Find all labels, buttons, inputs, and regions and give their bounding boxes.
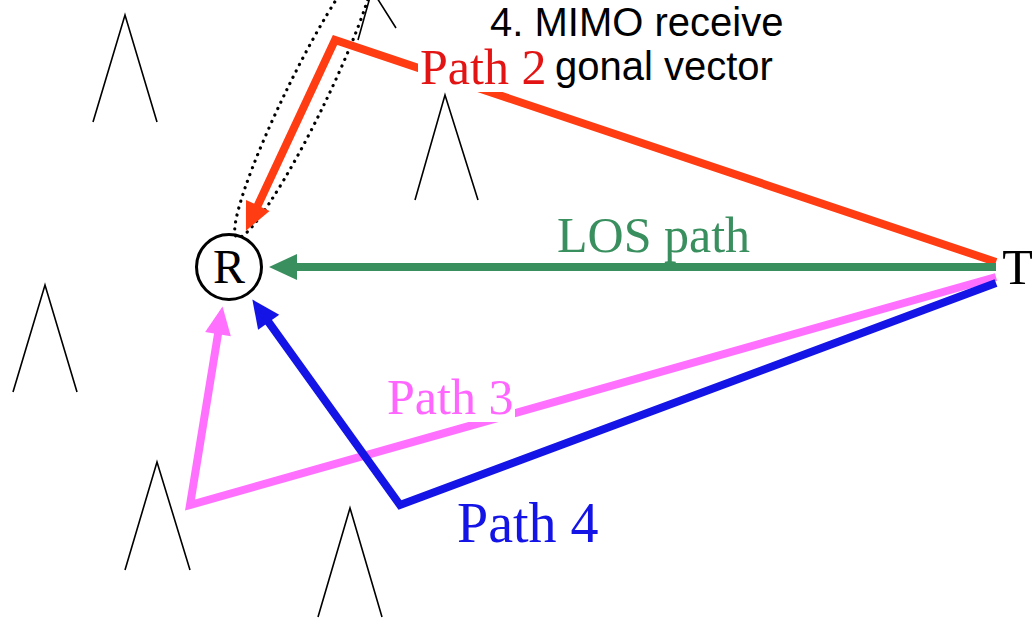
caption-text: 4. MIMO receive xyxy=(490,2,783,42)
path-line xyxy=(257,40,996,262)
path-label: Path 2 xyxy=(418,42,548,92)
signal-path xyxy=(252,283,996,505)
arrow-head xyxy=(269,254,297,280)
path-line xyxy=(295,263,996,271)
node-label: R xyxy=(213,243,245,291)
path-line xyxy=(190,277,996,505)
node-label: T xyxy=(1002,242,1033,292)
path-label: Path 3 xyxy=(385,372,515,422)
tree-symbol xyxy=(318,508,382,617)
tree-symbol xyxy=(358,0,396,40)
signal-path xyxy=(246,40,996,262)
tree-symbol xyxy=(125,462,190,570)
caption-text: gonal vector xyxy=(555,46,773,86)
path-label: LOS path xyxy=(555,210,752,260)
tree-symbol xyxy=(415,95,478,200)
transmitter-node: T xyxy=(1000,240,1035,294)
receiver-circle: R xyxy=(195,233,263,301)
arrow-head xyxy=(246,200,270,231)
tree-symbol xyxy=(13,285,77,392)
signal-path xyxy=(190,277,996,505)
arrow-head xyxy=(205,306,231,336)
arrow-head xyxy=(252,299,279,329)
path-label: Path 4 xyxy=(455,495,601,551)
tree-symbol xyxy=(93,15,157,122)
receive-beam xyxy=(219,0,391,246)
path-line xyxy=(268,283,996,505)
